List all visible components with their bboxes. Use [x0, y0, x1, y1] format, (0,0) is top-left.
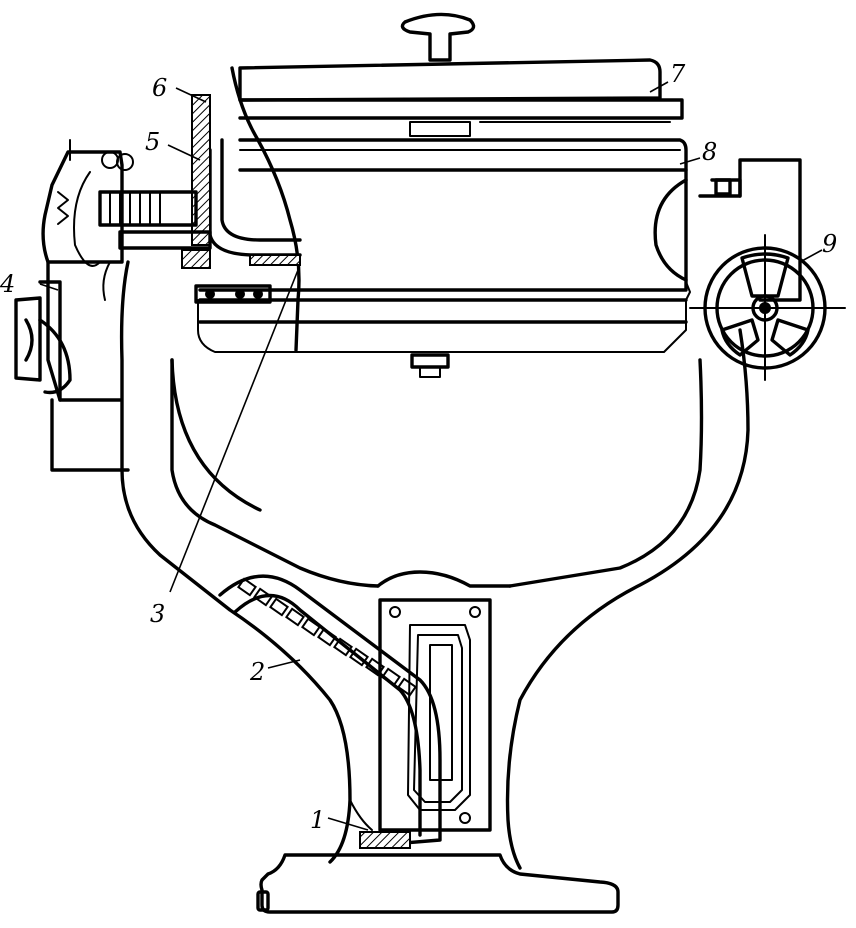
label-9: 9: [822, 230, 837, 258]
leader-3: [169, 269, 299, 593]
base-plate: [256, 853, 620, 914]
label-1: 1: [310, 806, 325, 834]
leader-7: [649, 81, 669, 93]
spring-coil-segment: [253, 587, 273, 607]
leader-2: [267, 659, 301, 669]
spring-coil-segment: [365, 657, 385, 677]
spring-coil-segment: [381, 667, 401, 687]
leader-9: [799, 249, 823, 263]
label-5: 5: [145, 128, 160, 156]
label-2: 2: [249, 658, 265, 686]
leader-8: [679, 157, 701, 165]
callout-labels: 1 2 3 4 5 6 7 8 9: [0, 60, 837, 834]
label-3: 3: [150, 600, 165, 628]
drive-spring: [218, 574, 442, 849]
spring-coil-segment: [333, 637, 353, 657]
leader-1: [327, 817, 369, 831]
leader-4: [39, 283, 59, 291]
spring-coil-segment: [317, 627, 337, 647]
handwheel-assembly: [689, 158, 846, 381]
spring-coil-segment: [301, 617, 321, 637]
drum: [181, 12, 691, 378]
spring-coil-segment: [237, 577, 257, 597]
spring-coil-segment: [285, 607, 305, 627]
gearbox-housing: [378, 598, 492, 832]
spring-coil-segment: [269, 597, 289, 617]
spring-coil-segment: [397, 677, 417, 697]
label-4: 4: [0, 270, 15, 298]
leader-6: [175, 87, 207, 103]
leader-lines: [39, 81, 823, 831]
motor-assembly: [14, 139, 212, 472]
label-6: 6: [152, 74, 167, 102]
label-8: 8: [702, 138, 717, 166]
leader-5: [167, 144, 201, 161]
spring-coil-segment: [349, 647, 369, 667]
label-7: 7: [670, 60, 686, 88]
